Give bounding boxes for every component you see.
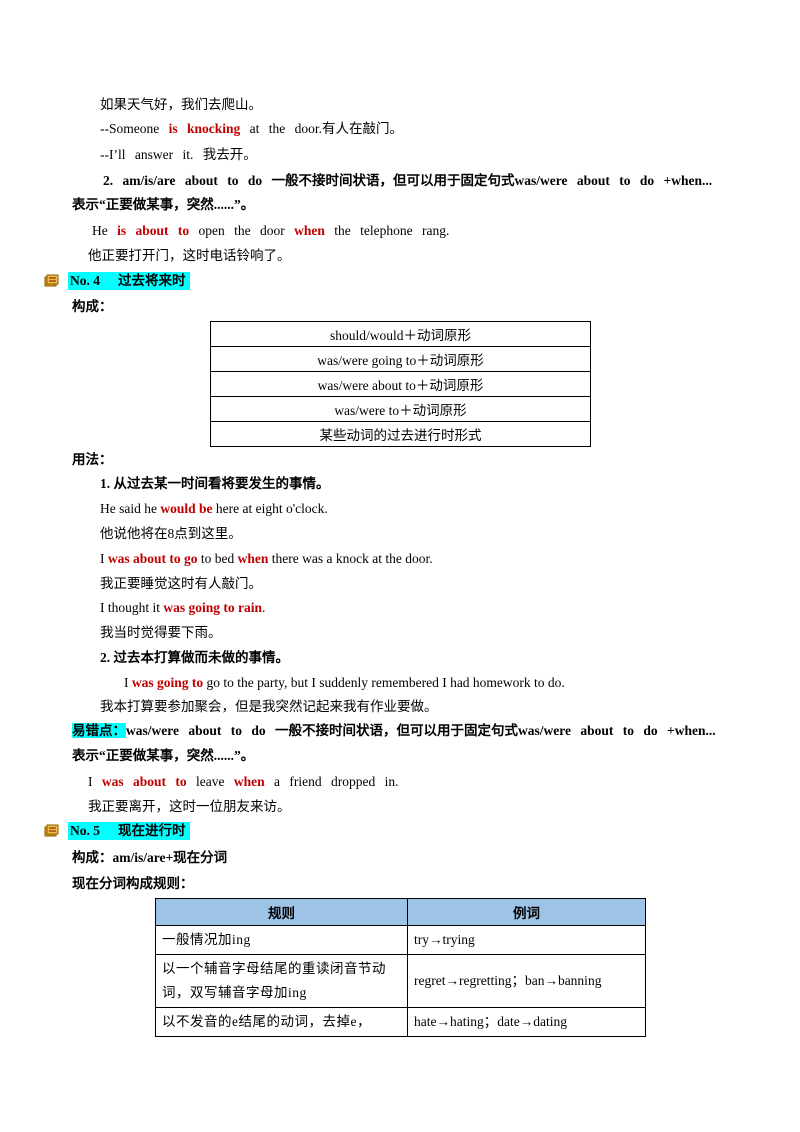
formation-table: should/would＋动词原形 was/were going to＋动词原形… [210, 321, 591, 447]
section-heading-5: No. 5 现在进行时 [44, 822, 190, 840]
table-cell: was/were to＋动词原形 [210, 396, 591, 422]
example-sentence: I was about to leave when a friend dropp… [88, 774, 399, 789]
translation: 我正要睡觉这时有人敲门。 [100, 576, 262, 591]
book-icon [44, 823, 60, 839]
table-cell: 某些动词的过去进行时形式 [210, 421, 591, 447]
translation: 我本打算要参加聚会，但是我突然记起来我有作业要做。 [100, 699, 438, 714]
table-cell: hate→hating；date→dating [407, 1007, 646, 1037]
common-error: 易错点：was/were about to do 一般不接时间状语，但可以用于固… [72, 723, 716, 738]
example-sentence: --Someone is knocking at the door.有人在敲门。 [100, 121, 404, 136]
formation-label: 构成： [72, 299, 113, 314]
common-error-cont: 表示“正要做某事，突然......”。 [72, 748, 255, 763]
example-sentence: I was about to go to bed when there was … [100, 551, 433, 566]
example-sentence: He is about to open the door when the te… [92, 223, 450, 238]
section-title: 过去将来时 [118, 273, 186, 288]
table-cell: was/were going to＋动词原形 [210, 346, 591, 372]
error-label: 易错点： [72, 723, 126, 738]
section-number: No. 4 [70, 273, 100, 288]
table-cell: 以不发音的e结尾的动词，去掉e， [155, 1007, 408, 1037]
table-cell: was/were about to＋动词原形 [210, 371, 591, 397]
rules-label: 现在分词构成规则： [72, 876, 194, 891]
participle-rules-table: 规则 例词 一般情况加ing try→trying 以一个辅音字母结尾的重读闭音… [155, 898, 646, 1037]
example-sentence: I was going to go to the party, but I su… [124, 675, 565, 690]
table-header: 例词 [407, 898, 646, 926]
usage-point-cont: 表示“正要做某事，突然......”。 [72, 197, 255, 212]
text-line: --I’ll answer it. 我去开。 [100, 147, 257, 162]
usage-label: 用法： [72, 452, 113, 467]
formation-label: 构成：am/is/are+现在分词 [72, 850, 228, 865]
usage-point: 1. 从过去某一时间看将要发生的事情。 [100, 476, 330, 491]
table-cell: should/would＋动词原形 [210, 321, 591, 347]
table-cell: 一般情况加ing [155, 925, 408, 955]
table-cell: try→trying [407, 925, 646, 955]
translation: 他正要打开门，这时电话铃响了。 [88, 248, 291, 263]
section-title: 现在进行时 [118, 823, 186, 838]
table-cell: 以一个辅音字母结尾的重读闭音节动词，双写辅音字母加ing [155, 954, 408, 1008]
translation: 我正要离开，这时一位朋友来访。 [88, 799, 291, 814]
example-sentence: I thought it was going to rain. [100, 600, 266, 615]
section-number: No. 5 [70, 823, 100, 838]
text-line: 如果天气好，我们去爬山。 [100, 97, 262, 112]
table-cell: regret→regretting；ban→banning [407, 954, 646, 1008]
section-heading-4: No. 4 过去将来时 [44, 272, 190, 290]
usage-point: 2. 过去本打算做而未做的事情。 [100, 650, 289, 665]
translation: 他说他将在8点到这里。 [100, 526, 242, 541]
book-icon [44, 273, 60, 289]
example-sentence: He said he would be here at eight o'cloc… [100, 501, 328, 516]
translation: 我当时觉得要下雨。 [100, 625, 222, 640]
table-header: 规则 [155, 898, 408, 926]
usage-point: 2. am/is/are about to do 一般不接时间状语，但可以用于固… [103, 173, 713, 188]
